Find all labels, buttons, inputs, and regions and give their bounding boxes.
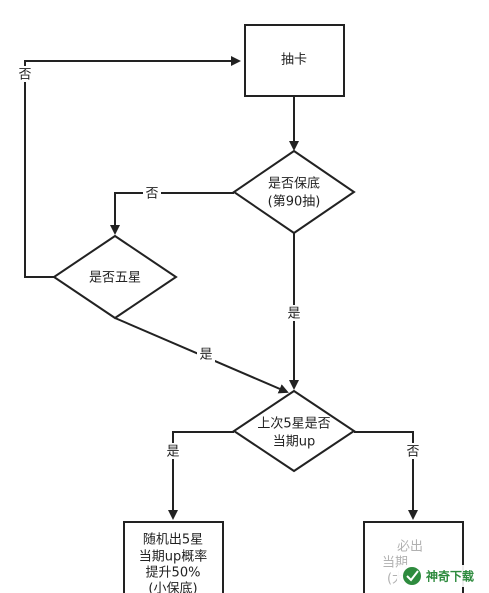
edge-label-last-up-yes-text: 是 <box>166 445 179 460</box>
node-last-five-star-up-line-2: 当期up <box>273 435 316 450</box>
edge-label-last-up-no-text: 否 <box>406 445 419 460</box>
edge-last-up-no <box>354 431 418 520</box>
node-last-five-star-up-line-1: 上次5星是否 <box>257 416 330 432</box>
edge-label-pity-yes: 是 <box>285 305 303 322</box>
edge-label-no-loop-back-text: 否 <box>18 68 31 83</box>
node-random-five-star: 随机出5星 当期up概率 提升50% (小保底) <box>123 521 224 593</box>
node-draw-card: 抽卡 <box>244 24 345 97</box>
edge-last-up-yes <box>168 431 234 520</box>
edge-label-five-star-yes: 是 <box>197 346 215 363</box>
watermark-logo-icon <box>403 567 421 585</box>
watermark-text: 神奇下载 <box>426 569 474 584</box>
node-is-pity: 是否保底 (第90抽) <box>232 149 356 235</box>
edge-label-no-loop-back: 否 <box>16 66 34 83</box>
edge-label-pity-no: 否 <box>143 185 161 202</box>
edge-five-star-no-loop <box>24 56 241 278</box>
edge-label-last-up-no: 否 <box>404 443 422 460</box>
edge-label-pity-yes-text: 是 <box>287 307 300 322</box>
edge-label-five-star-yes-text: 是 <box>199 348 212 363</box>
node-last-five-star-up: 上次5星是否 当期up <box>232 389 356 473</box>
node-random-five-star-line-2: 当期up概率 <box>139 549 208 565</box>
node-random-five-star-line-3: 提升50% <box>146 565 201 581</box>
edge-pity-no <box>110 192 234 235</box>
node-guaranteed-up-line-1: 必出 <box>397 540 423 555</box>
edge-label-pity-no-text: 否 <box>145 187 158 202</box>
watermark: 神奇下载 <box>397 565 483 587</box>
node-is-pity-line-2: (第90抽) <box>268 195 321 210</box>
node-is-five-star-label: 是否五星 <box>89 271 141 286</box>
node-is-pity-line-1: 是否保底 <box>268 176 320 192</box>
node-random-five-star-line-1: 随机出5星 <box>143 533 203 548</box>
edge-label-last-up-yes: 是 <box>164 443 182 460</box>
node-is-five-star: 是否五星 <box>52 234 178 320</box>
node-random-five-star-line-4: (小保底) <box>148 581 197 593</box>
node-draw-card-label: 抽卡 <box>281 53 307 68</box>
